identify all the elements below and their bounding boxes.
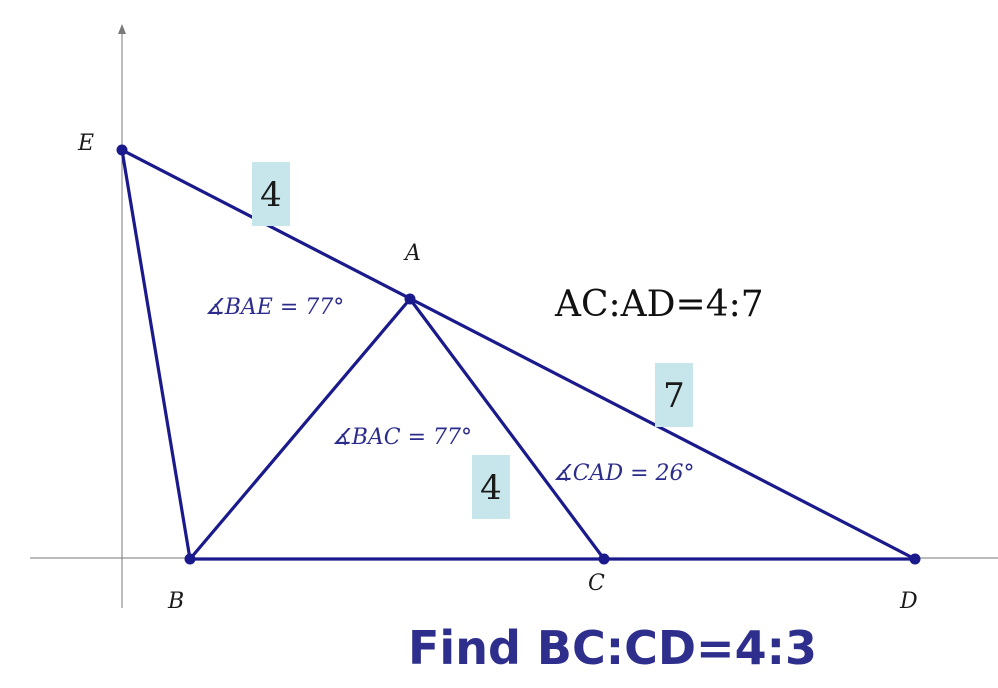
label-e: E <box>77 131 94 156</box>
point-d[interactable] <box>909 553 921 565</box>
length-ad-text: 7 <box>663 376 685 416</box>
y-axis-arrow <box>118 24 126 34</box>
ratio-text: AC:AD=4:7 <box>554 284 764 325</box>
segment-ab <box>188 297 412 561</box>
segment-eb <box>120 148 192 561</box>
length-box-ac <box>472 455 510 519</box>
length-ea-text: 4 <box>260 175 282 215</box>
point-e[interactable] <box>116 144 128 156</box>
angle-bae-label: ∡BAE = 77° <box>205 295 344 320</box>
length-ac-text: 4 <box>480 468 502 508</box>
question-text: Find BC:CD=4:3 <box>408 621 817 675</box>
angle-cad-label: ∡CAD = 26° <box>553 461 695 486</box>
point-a[interactable] <box>404 293 416 305</box>
label-c: C <box>588 571 605 596</box>
angle-bac-label: ∡BAC = 77° <box>332 425 472 450</box>
label-b: B <box>167 589 184 614</box>
point-c[interactable] <box>598 553 610 565</box>
label-d: D <box>899 589 918 614</box>
length-box-ad <box>655 363 693 427</box>
length-box-ea <box>252 162 290 226</box>
segment-ac <box>408 297 606 561</box>
point-b[interactable] <box>184 553 196 565</box>
label-a: A <box>403 241 421 266</box>
